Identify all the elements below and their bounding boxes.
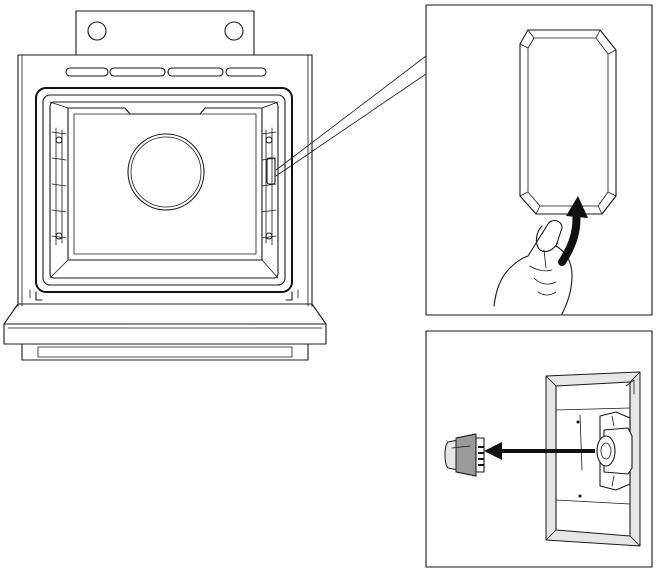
removal-arrow-icon: [484, 442, 595, 460]
door-hinges: [35, 291, 293, 301]
oven-illustration: [3, 10, 427, 361]
cavity-back-wall: [67, 107, 263, 261]
lamp-cover-panel: [425, 4, 653, 316]
oven-frame: [17, 54, 313, 307]
fan-cover: [127, 133, 205, 211]
control-panel: [75, 10, 255, 56]
halogen-bulb-icon: [444, 433, 485, 477]
hand-icon: [493, 219, 573, 315]
control-knob-left: [87, 21, 107, 41]
open-door: [3, 303, 327, 361]
shelf-rails-left: [51, 127, 67, 246]
pull-arrow-icon: [558, 196, 588, 266]
oven-cavity: [35, 87, 293, 293]
lamp-socket: [596, 411, 633, 491]
lamp-cover-location: [266, 157, 276, 185]
door-handle: [21, 343, 309, 361]
bulb-panel-frame: [425, 330, 653, 568]
lamp-glass-cover: [519, 29, 617, 215]
lamp-cover-panel-frame: [425, 4, 653, 316]
control-knob-right: [224, 21, 244, 41]
bulb-panel: [425, 330, 653, 568]
oven-frame-inner: [21, 54, 309, 307]
shelf-rails-right: [261, 127, 277, 246]
vent-slots: [65, 67, 267, 77]
callout-lines: [275, 55, 427, 177]
